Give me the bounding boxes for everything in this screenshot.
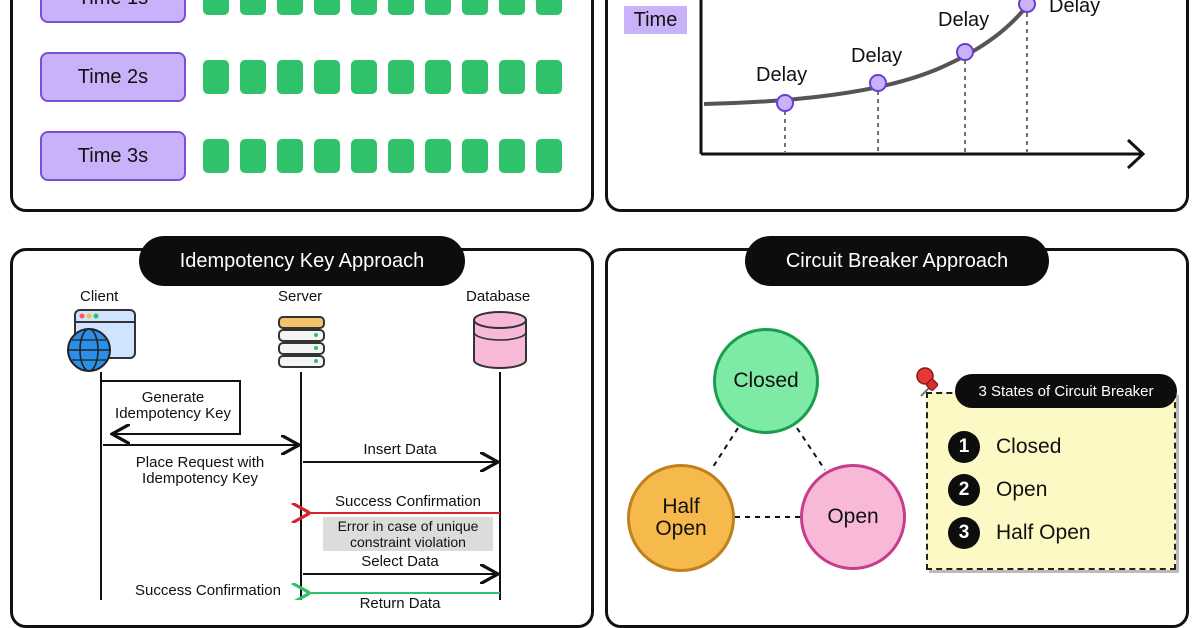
state-half-open: Half Open xyxy=(627,464,735,572)
delay-label-2: Delay xyxy=(851,45,903,67)
insert-data-label: Insert Data xyxy=(363,441,437,458)
request-block xyxy=(388,60,414,94)
time-axis-label: Time xyxy=(624,6,687,34)
request-row-1 xyxy=(203,0,562,15)
time-label-3: Time 3s xyxy=(40,131,186,181)
circuit-breaker-title: Circuit Breaker Approach xyxy=(745,236,1049,286)
success-confirmation-client-label: Success Confirmation xyxy=(135,582,281,599)
state-connections xyxy=(710,427,826,518)
state-list-item-half-open: 3 Half Open xyxy=(948,517,1091,549)
request-row-3 xyxy=(203,139,562,173)
number-badge-1: 1 xyxy=(948,431,980,463)
generate-key-label: Generate Idempotency Key xyxy=(115,389,231,422)
request-block xyxy=(499,60,525,94)
request-block xyxy=(203,0,229,15)
server-label: Server xyxy=(278,288,323,305)
request-block xyxy=(462,0,488,15)
request-block xyxy=(314,0,340,15)
idempotency-title: Idempotency Key Approach xyxy=(139,236,465,286)
request-block xyxy=(536,139,562,173)
request-block xyxy=(203,139,229,173)
state-closed: Closed xyxy=(713,328,819,434)
request-block xyxy=(277,60,303,94)
state-open: Open xyxy=(800,464,906,570)
request-block xyxy=(351,0,377,15)
delay-label-1: Delay xyxy=(756,64,808,86)
delay-label-3: Delay xyxy=(938,9,990,31)
request-block xyxy=(536,0,562,15)
request-block xyxy=(240,60,266,94)
request-block xyxy=(425,0,451,15)
state-list-label: Half Open xyxy=(996,521,1091,544)
request-block xyxy=(499,0,525,15)
client-label: Client xyxy=(80,288,119,305)
request-row-2 xyxy=(203,60,562,94)
request-block xyxy=(425,139,451,173)
state-list-item-open: 2 Open xyxy=(948,474,1047,506)
request-block xyxy=(462,139,488,173)
state-list-label: Open xyxy=(996,478,1048,501)
request-block xyxy=(314,60,340,94)
number-badge-2: 2 xyxy=(948,474,980,506)
note-title: 3 States of Circuit Breaker xyxy=(955,374,1177,408)
request-block xyxy=(240,0,266,15)
request-block xyxy=(240,139,266,173)
request-block xyxy=(351,60,377,94)
success-confirmation-db-label: Success Confirmation xyxy=(335,493,481,510)
request-block xyxy=(536,60,562,94)
request-block xyxy=(388,0,414,15)
pushpin-icon xyxy=(916,367,939,397)
time-label-1: Time 1s xyxy=(40,0,186,23)
number-badge-3: 3 xyxy=(948,517,980,549)
backoff-curve-graphic xyxy=(699,0,1146,170)
request-block xyxy=(203,60,229,94)
request-block xyxy=(425,60,451,94)
database-label: Database xyxy=(466,288,531,305)
delay-label-4: Delay xyxy=(1049,0,1101,17)
request-block xyxy=(499,139,525,173)
state-list-label: Closed xyxy=(996,435,1062,458)
state-list-item-closed: 1 Closed xyxy=(948,431,1061,463)
request-block xyxy=(277,139,303,173)
request-block xyxy=(351,139,377,173)
idempotency-sequence-diagram xyxy=(67,309,527,600)
request-block xyxy=(314,139,340,173)
error-note: Error in case of unique constraint viola… xyxy=(323,517,493,551)
select-data-label: Select Data xyxy=(361,553,439,570)
request-block xyxy=(462,60,488,94)
request-block xyxy=(277,0,303,15)
time-label-2: Time 2s xyxy=(40,52,186,102)
request-block xyxy=(388,139,414,173)
place-request-label: Place Request with Idempotency Key xyxy=(135,454,265,487)
